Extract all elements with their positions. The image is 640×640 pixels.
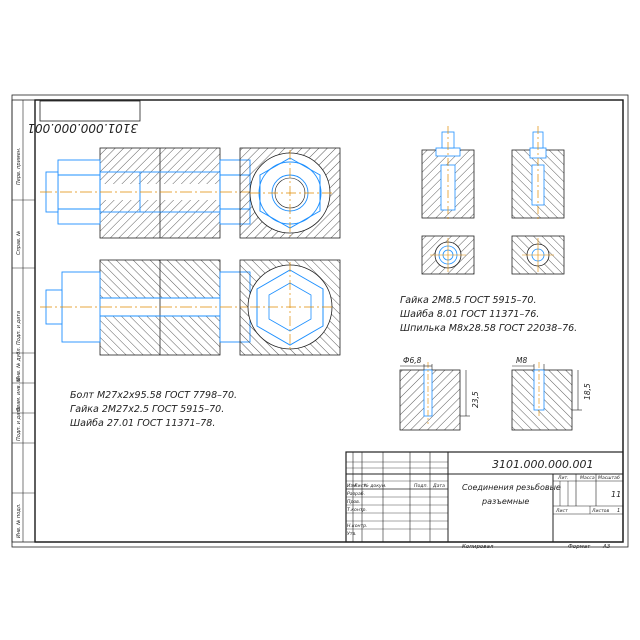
stud-note-2: Шайба 8.01 ГОСТ 11371–76. <box>400 309 539 320</box>
stud-note-1: Гайка 2М8.5 ГОСТ 5915–70. <box>400 295 537 306</box>
stud-end-view-right <box>511 235 565 275</box>
tb-sheet-label: Лист <box>555 508 568 514</box>
bolt-note-2: Гайка 2М27х2.5 ГОСТ 5915–70. <box>70 404 224 415</box>
tb-row-tcontrol: Т.контр. <box>347 507 367 513</box>
side-reference-no: Справ. № <box>16 231 22 255</box>
side-dup-inv: Инв. № дубл. <box>16 347 22 381</box>
dim-depth-2: 18,5 <box>583 383 592 400</box>
tb-row-approved: Утв. <box>347 531 357 537</box>
copied-label: Копировал <box>462 544 494 550</box>
tb-row-developed: Разраб. <box>347 491 365 497</box>
tb-sheets-label: Листов <box>591 508 609 514</box>
bolt-section-top <box>40 147 262 239</box>
stud-section-left <box>421 126 475 222</box>
bolt-section-middle <box>40 259 262 356</box>
side-primary-use: Перв. примен. <box>16 147 22 185</box>
side-sign-date-1: Подп. и дата <box>16 311 22 345</box>
nut-end-view-middle <box>239 259 341 356</box>
tb-sheets-value: 1 <box>617 508 620 514</box>
side-sign-date-2: Подп. и дата <box>16 407 22 441</box>
hole-detail-drilled: Ф6,8 23,5 <box>399 356 480 431</box>
tb-row-checked: Пров. <box>347 499 360 505</box>
dim-thread: М8 <box>516 356 527 365</box>
tb-col-sign: Подп. <box>414 483 428 489</box>
title-block <box>345 451 624 543</box>
title-designation: 3101.000.000.001 <box>492 458 593 471</box>
tb-mass-label: Масса <box>580 475 595 481</box>
tb-col-change: Изм <box>347 483 357 489</box>
tb-col-sheet: Лист <box>353 483 366 489</box>
stud-end-view-left <box>421 235 475 275</box>
tb-col-date: Дата <box>432 483 445 489</box>
mirrored-designation: 3101.000.000.001 <box>27 121 138 135</box>
side-orig-inv: Инв. № подл. <box>16 504 22 539</box>
bolt-note-1: Болт М27х2х95.58 ГОСТ 7798–70. <box>70 390 237 401</box>
stud-note-3: Шпилька М8х28.58 ГОСТ 22038–76. <box>400 323 577 334</box>
nut-end-view-top <box>239 147 341 239</box>
tb-sheet-number: 11 <box>611 490 621 499</box>
tb-lit-label: Лит. <box>557 475 569 481</box>
dim-depth-1: 23,5 <box>471 391 480 408</box>
stud-section-right <box>511 126 565 222</box>
dim-hole-diameter: Ф6,8 <box>403 356 422 365</box>
title-name-line2: разъемные <box>481 497 529 506</box>
tb-col-doc: № докум. <box>363 483 387 489</box>
side-replace-inv: Взам. инв. № <box>16 377 22 411</box>
format-value: A3 <box>602 544 611 550</box>
tb-row-ncontrol: Н.контр. <box>347 523 368 529</box>
side-strip: Перв. примен. Справ. № Подп. и дата Инв.… <box>11 99 36 543</box>
format-label: Формат <box>568 544 591 550</box>
mirrored-designation-box: 3101.000.000.001 <box>27 100 141 135</box>
tb-scale-label: Масштаб <box>598 475 620 481</box>
title-name-line1: Соединения резьбовые <box>462 483 561 492</box>
hole-detail-threaded: М8 18,5 <box>511 356 592 431</box>
bolt-note-3: Шайба 27.01 ГОСТ 11371–78. <box>70 418 215 429</box>
